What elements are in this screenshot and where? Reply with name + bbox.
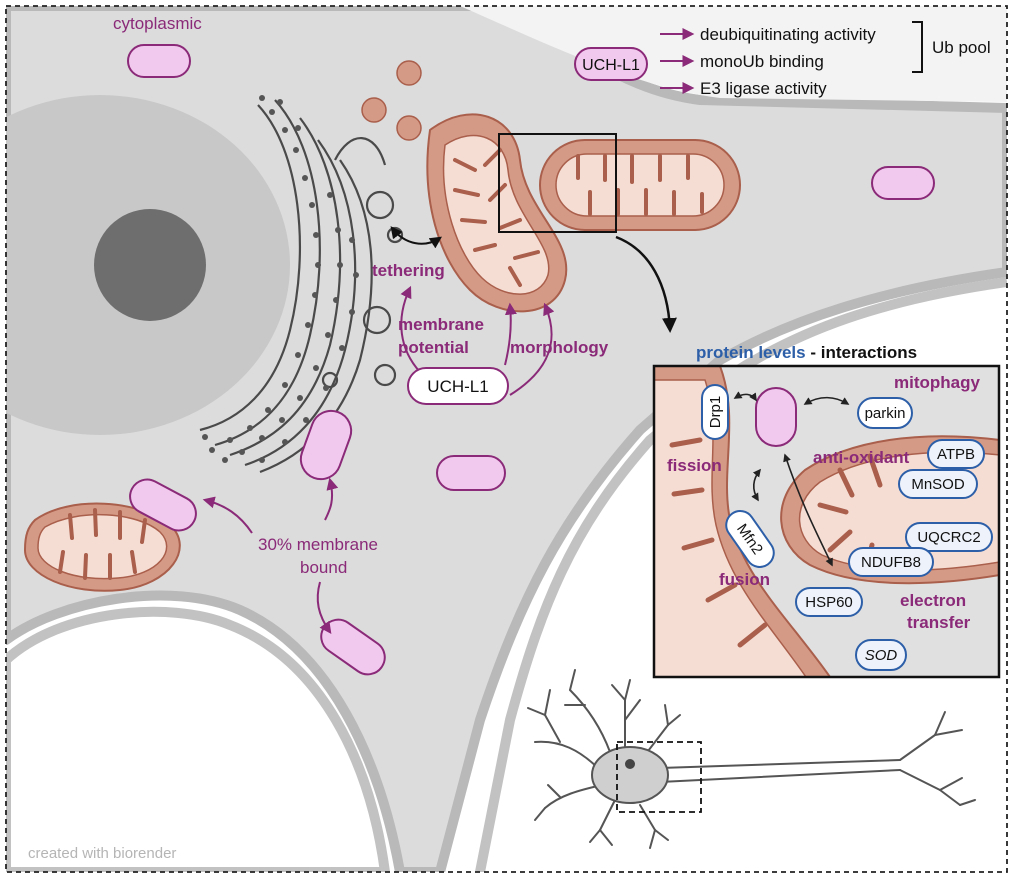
- mitophagy-label: mitophagy: [894, 373, 980, 392]
- atpb-label: ATPB: [937, 446, 975, 463]
- inset-border: [652, 364, 1001, 679]
- cytoplasmic-label: cytoplasmic: [113, 14, 202, 33]
- protein-parkin: [857, 397, 913, 429]
- sod-label: SOD: [865, 647, 898, 664]
- tethering-label: tethering: [372, 261, 445, 280]
- transfer-label: transfer: [907, 613, 971, 632]
- morphology-label: morphology: [510, 338, 609, 357]
- protein-mfn2: [725, 510, 775, 568]
- fusion-label: fusion: [719, 570, 770, 589]
- mitochondrion-lower-left: [23, 502, 181, 592]
- fission-label: fission: [667, 456, 722, 475]
- uqcrc2-label: UQCRC2: [917, 529, 980, 546]
- inset-title: protein levels - interactions: [696, 343, 917, 362]
- neuron-soma: [591, 746, 669, 804]
- deubiquitinating-label: deubiquitinating activity: [700, 25, 876, 44]
- ub-pool-label: Ub pool: [932, 38, 991, 57]
- figure-border: [5, 5, 1008, 873]
- uchl1-capsules: [127, 44, 935, 676]
- membrane-bound-group: 30% membrane bound: [202, 477, 378, 634]
- inset-panel: Drp1 parkin ATPB MnSOD Mfn2 UQCRC2 NDUFB…: [652, 364, 1001, 679]
- protein-mnsod: [898, 469, 978, 499]
- membrane-bound-label-1: 30% membrane: [258, 535, 378, 554]
- monoub-label: monoUb binding: [700, 52, 824, 71]
- protein-drp1: [701, 384, 729, 440]
- interaction-arrows: [733, 391, 850, 567]
- membrane-label: membrane: [398, 315, 484, 334]
- ub-pool-bracket: [912, 21, 923, 73]
- mitochondrion-right: [539, 139, 741, 231]
- e3-ligase-label: E3 ligase activity: [700, 79, 827, 98]
- central-uchl1-group: membrane potential morphology UCH-L1: [398, 285, 609, 405]
- uchl1-legend-label: UCH-L1: [582, 57, 640, 74]
- mnsod-label: MnSOD: [911, 476, 965, 493]
- protein-sod: [855, 639, 907, 671]
- central-uchl1-capsule: [407, 367, 509, 405]
- protein-hsp60: [795, 587, 863, 617]
- membrane-bound-label-2: bound: [300, 558, 347, 577]
- protein-uqcrc2: [905, 522, 993, 552]
- nucleolus: [94, 209, 206, 321]
- neuron-outline: [527, 669, 976, 849]
- parkin-label: parkin: [865, 405, 906, 422]
- mitochondrion-central: [426, 113, 568, 313]
- central-uchl1-label: UCH-L1: [427, 377, 488, 396]
- credit-label: created with biorender: [28, 845, 176, 862]
- protein-ndufb8: [848, 547, 934, 577]
- hsp60-label: HSP60: [805, 594, 853, 611]
- inset-uchl1: [755, 387, 797, 447]
- vesicles: [361, 60, 422, 141]
- electron-label: electron: [900, 591, 966, 610]
- neuron-nucleus: [625, 759, 635, 769]
- legend-top: UCH-L1 deubiquitinating activity monoUb …: [574, 21, 991, 98]
- anti-oxidant-label: anti-oxidant: [813, 448, 910, 467]
- neuron-zoom-box: [616, 741, 702, 813]
- zoom-box: [498, 133, 617, 233]
- protein-atpb: [927, 439, 985, 469]
- uchl1-legend-capsule: [574, 47, 648, 81]
- ndufb8-label: NDUFB8: [861, 554, 921, 571]
- potential-label: potential: [398, 338, 469, 357]
- drp1-label: Drp1: [707, 396, 724, 429]
- zoom-arrow: [615, 235, 677, 333]
- tethering-arrow: [390, 226, 442, 249]
